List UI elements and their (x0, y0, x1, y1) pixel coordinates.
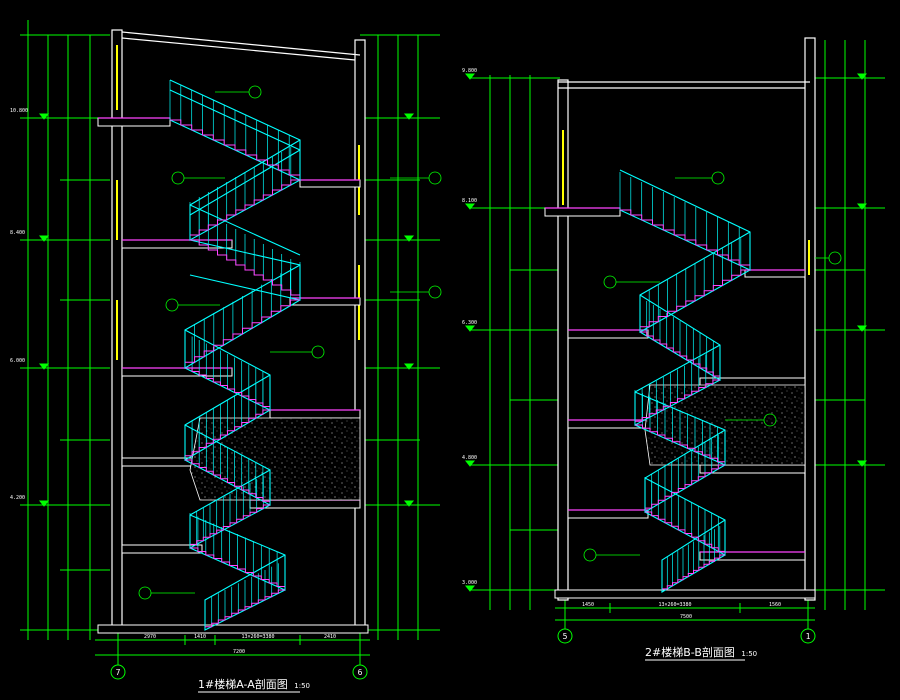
svg-text:2#楼梯B-B剖面图 1:50: 2#楼梯B-B剖面图 1:50 (645, 645, 757, 659)
section-1-scale: 1:50 (294, 682, 310, 690)
section-2-title: 2#楼梯B-B剖面图 1:50 (645, 645, 757, 661)
section-2-dim-1: 1450 (582, 602, 594, 608)
section-1-dim-2: 1410 (194, 634, 206, 640)
section-1-level-marks (38, 113, 415, 507)
section-2-stair-steps (620, 209, 750, 590)
section-1-title-text: 1#楼梯A-A剖面图 (198, 677, 288, 691)
section-2-level-marks (464, 73, 868, 592)
section-2-slabs (544, 207, 816, 599)
level-label: 9.800 (462, 68, 477, 74)
section-2-scale: 1:50 (741, 650, 757, 658)
level-label: 3.000 (462, 580, 477, 586)
section-2-left-dimensions (470, 75, 560, 610)
svg-text:1#楼梯A-A剖面图 1:50: 1#楼梯A-A剖面图 1:50 (198, 677, 310, 691)
section-1-stair-flights (169, 79, 301, 631)
section-2-balusters (619, 172, 751, 592)
section-2-callouts (583, 171, 842, 562)
section-2-title-text: 2#楼梯B-B剖面图 (645, 645, 735, 659)
section-1-axis-right-label: 6 (358, 668, 363, 677)
section-2-dim-3: 1560 (769, 602, 781, 608)
section-2-dim-2: 13×260=3380 (658, 602, 691, 608)
section-1-level-labels: 10.800 8.400 6.000 4.200 (10, 108, 28, 501)
section-1-title: 1#楼梯A-A剖面图 1:50 (198, 677, 310, 693)
section-1-dim-4: 2410 (324, 634, 336, 640)
section-2-right-dimensions (805, 40, 885, 610)
level-label: 8.100 (462, 198, 477, 204)
section-1-dim-1: 2970 (144, 634, 156, 640)
level-label: 6.000 (10, 358, 25, 364)
level-label: 8.400 (10, 230, 25, 236)
section-1-total-dim: 7200 (233, 649, 245, 655)
section-1-right-dimensions (360, 34, 440, 640)
section-2-level-labels: 9.800 8.100 6.300 4.800 3.000 (462, 68, 477, 586)
section-2-walls (557, 37, 816, 601)
section-2-windows (562, 130, 810, 275)
section-1-slabs (97, 117, 369, 634)
section-1-dim-3: 13×260=3380 (241, 634, 274, 640)
level-label: 4.800 (462, 455, 477, 461)
section-2-drawing: 9.800 8.100 6.300 4.800 3.000 5 1 1450 1… (462, 37, 885, 661)
section-1-axis-left-label: 7 (116, 668, 121, 677)
section-2-axis-left-label: 5 (563, 632, 568, 641)
level-label: 4.200 (10, 495, 25, 501)
section-2-axis-bubbles (557, 620, 816, 644)
section-1-left-dimensions (20, 20, 110, 640)
section-1-concrete-fill (189, 417, 361, 501)
level-label: 6.300 (462, 320, 477, 326)
section-1-callouts (138, 85, 442, 600)
section-1-drawing: 10.800 8.400 6.000 4.200 7 6 2970 1410 1… (10, 20, 442, 693)
section-2-total-dim: 7500 (680, 614, 692, 620)
section-1-stair-steps (170, 119, 300, 628)
level-label: 10.800 (10, 108, 28, 114)
section-2-axis-right-label: 1 (806, 632, 811, 641)
section-1-axis-bubbles (110, 655, 368, 680)
